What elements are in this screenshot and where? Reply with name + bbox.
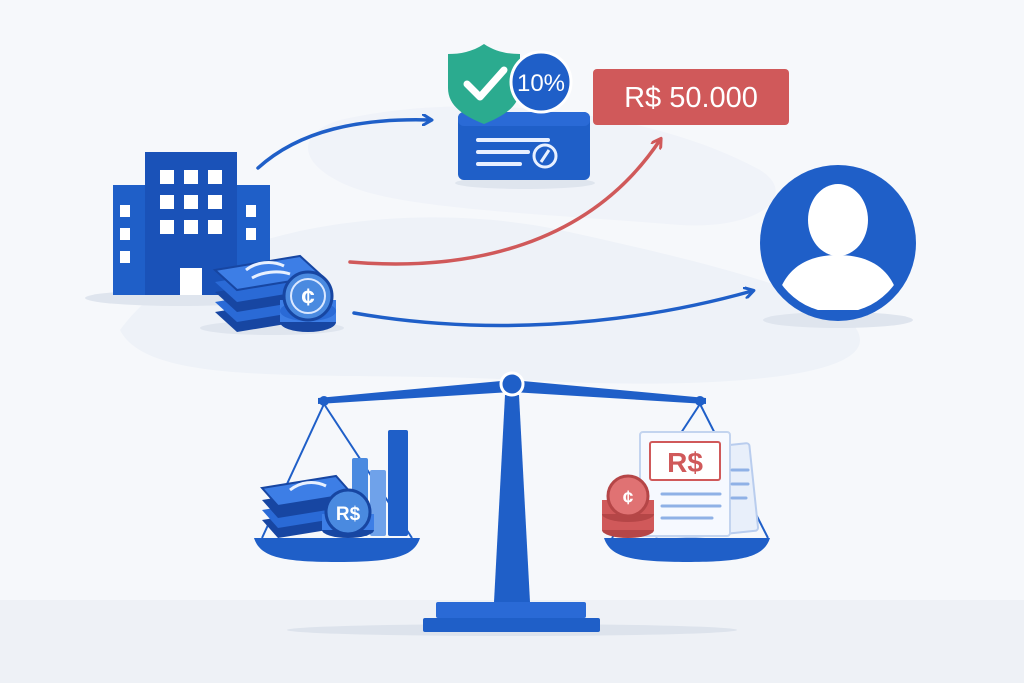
amount-tag-label: R$ 50.000	[624, 82, 758, 114]
shield-check-icon	[448, 44, 520, 124]
tax-percent-badge: 10%	[509, 50, 573, 114]
money-stack-icon: ¢	[200, 254, 344, 335]
flow-arrows	[256, 120, 752, 328]
person-avatar-icon	[760, 165, 916, 328]
arrow-company-to-person	[352, 291, 752, 328]
arrow-company-to-tax	[256, 120, 430, 170]
red-coin-stack: ¢	[602, 474, 654, 538]
right-pan	[604, 538, 770, 562]
coin-symbol: ¢	[301, 284, 314, 311]
right-pan-contents: R$ ¢	[602, 431, 770, 562]
tax-percent-label: 10%	[517, 70, 565, 97]
left-pan-contents: R$	[254, 430, 420, 562]
left-pan	[254, 538, 420, 562]
tax-document-icon	[455, 112, 595, 189]
right-pan-document-label: R$	[667, 447, 703, 478]
amount-tag: R$ 50.000	[593, 69, 789, 125]
document-icon: R$	[639, 431, 760, 542]
arrow-company-to-amount	[348, 140, 660, 266]
coin-stack: R$	[322, 488, 374, 538]
left-pan-coin-label: R$	[336, 504, 361, 525]
balance-scale-icon	[261, 371, 769, 636]
coin-stack: ¢	[280, 270, 336, 332]
red-coin-symbol: ¢	[623, 488, 634, 509]
